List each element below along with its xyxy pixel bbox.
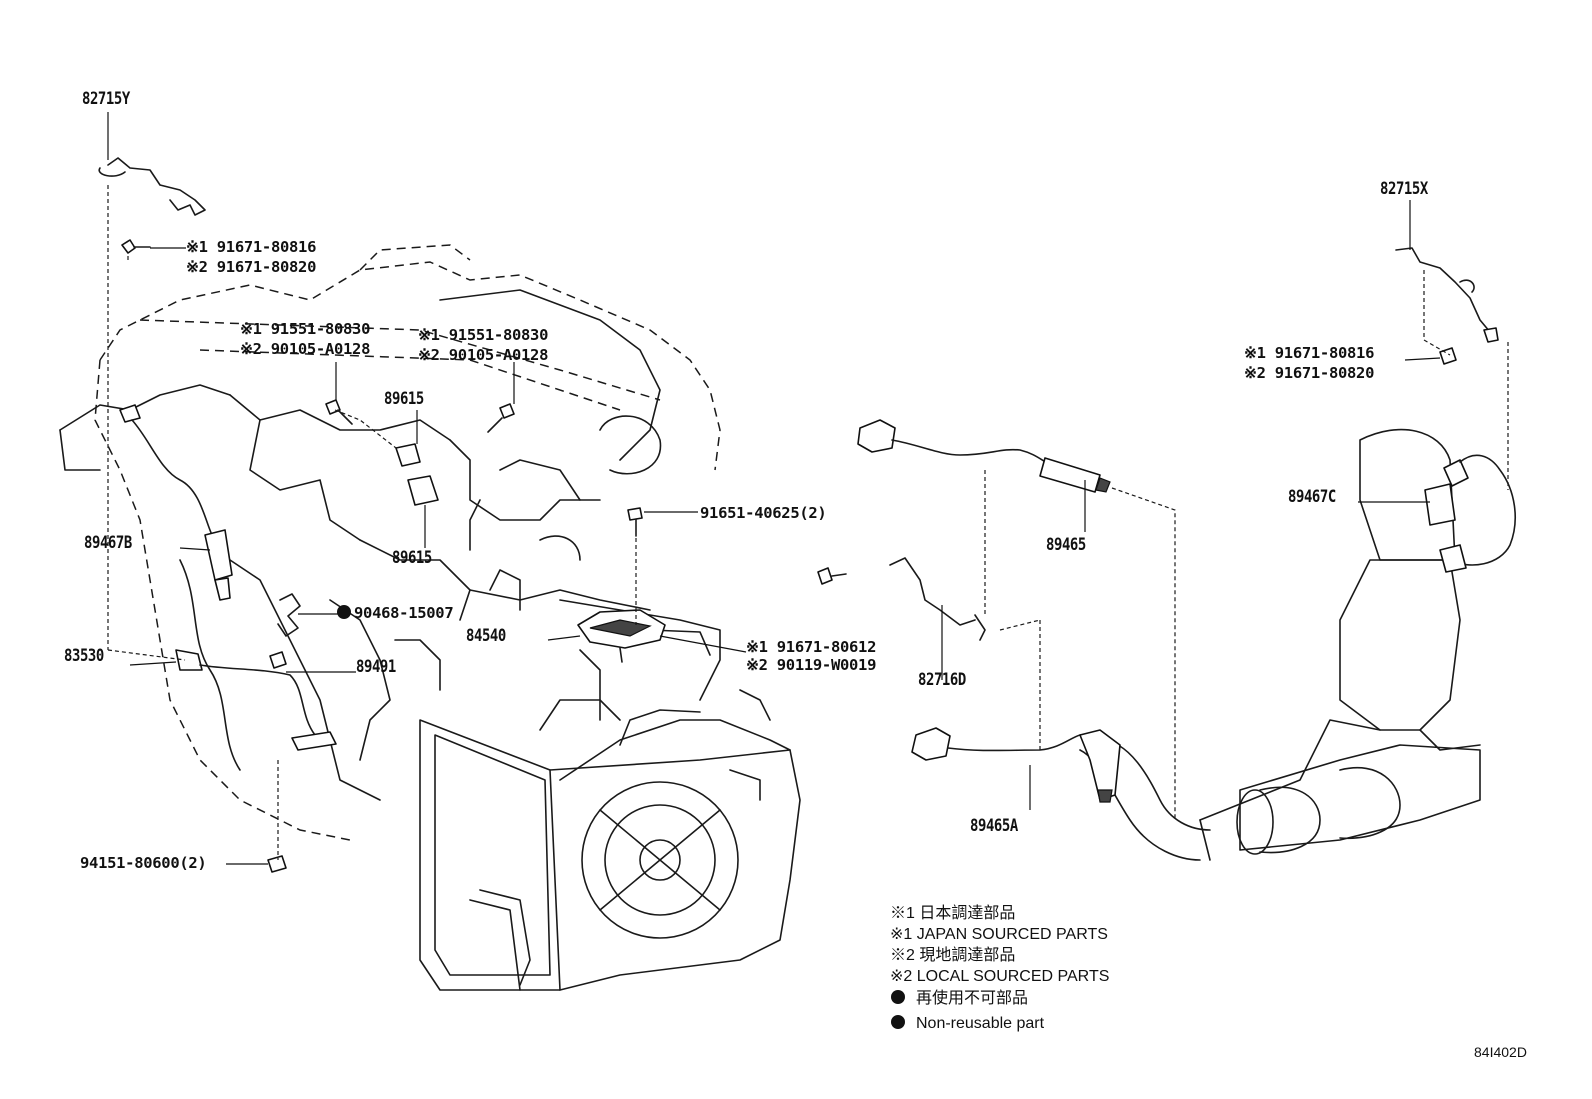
leader-lines <box>107 112 1441 865</box>
sensor-83530-part <box>175 649 203 671</box>
o2-sensor-89465-part <box>857 419 1111 493</box>
legend: ※1 日本調達部品 ※1 JAPAN SOURCED PARTS ※2 現地調達… <box>890 904 1109 1032</box>
label-89465[interactable]: 89465 <box>1046 535 1086 555</box>
part-labels: 82715Y ※1 91671-80816 ※2 91671-80820 ※1 … <box>64 89 1429 872</box>
bracket-82716d-part <box>889 557 986 641</box>
assembly-lines <box>107 185 1509 860</box>
legend-japan-jp: ※1 日本調達部品 <box>890 904 1015 922</box>
label-screw-a-1[interactable]: ※1 91551-80830 <box>240 320 370 338</box>
cam-sensor-89615-top-part <box>395 443 421 467</box>
label-screw-b-2[interactable]: ※2 90105-A0128 <box>418 346 548 364</box>
screw-icon <box>325 399 353 425</box>
label-screw-b-1[interactable]: ※1 91551-80830 <box>418 326 548 344</box>
bracket-82715x-part <box>1395 247 1499 343</box>
o2-sensor-89467c-part <box>1424 454 1516 573</box>
label-82716d[interactable]: 82716D <box>918 670 966 690</box>
label-89615-bottom[interactable]: 89615 <box>392 548 432 568</box>
label-89467c[interactable]: 89467C <box>1288 487 1336 507</box>
label-bolt-84540-1[interactable]: ※1 91671-80612 <box>746 638 876 656</box>
clip-90468-part <box>277 593 301 637</box>
transmission-outline <box>419 599 801 991</box>
label-screw-a-2[interactable]: ※2 90105-A0128 <box>240 340 370 358</box>
label-89615-top[interactable]: 89615 <box>384 389 424 409</box>
label-89465a[interactable]: 89465A <box>970 816 1019 836</box>
cam-sensor-89615-bottom-part <box>407 475 439 506</box>
screw-icon <box>487 403 515 433</box>
non-reusable-dot-icon <box>891 1015 905 1029</box>
label-90468[interactable]: 90468-15007 <box>354 604 454 622</box>
bolt-icon <box>817 567 847 585</box>
label-bolt-left-2[interactable]: ※2 91671-80820 <box>186 258 316 276</box>
label-89467b[interactable]: 89467B <box>84 533 132 553</box>
label-84540[interactable]: 84540 <box>466 626 506 646</box>
bolt-icon <box>627 507 643 537</box>
non-reusable-dot-icon <box>337 605 351 619</box>
non-reusable-dot-icon <box>891 990 905 1004</box>
exhaust-outline <box>1079 428 1481 861</box>
engine-outline <box>59 244 721 841</box>
bolt-icon <box>121 239 151 254</box>
label-82715x[interactable]: 82715X <box>1380 179 1429 199</box>
diagram-reference-code: 84I402D <box>1474 1044 1527 1060</box>
o2-sensor-89467b-part <box>119 404 233 601</box>
label-91651[interactable]: 91651-40625(2) <box>700 504 827 522</box>
speed-sensor-89491-part <box>199 651 337 751</box>
legend-local-jp: ※2 現地調達部品 <box>890 946 1015 964</box>
bracket-82715y-part <box>98 157 206 216</box>
o2-sensor-89465a-part <box>911 727 1121 803</box>
label-bolt-84540-2[interactable]: ※2 90119-W0019 <box>746 656 876 674</box>
label-89491[interactable]: 89491 <box>356 657 396 677</box>
legend-nonreusable-jp: 再使用不可部品 <box>916 989 1028 1007</box>
switch-84540-part <box>577 609 666 663</box>
legend-nonreusable-en: Non-reusable part <box>916 1015 1045 1032</box>
label-82715y[interactable]: 82715Y <box>82 89 131 109</box>
label-bolt-right-1[interactable]: ※1 91671-80816 <box>1244 344 1374 362</box>
legend-local-en: ※2 LOCAL SOURCED PARTS <box>890 968 1109 985</box>
legend-japan-en: ※1 JAPAN SOURCED PARTS <box>890 926 1108 943</box>
label-83530[interactable]: 83530 <box>64 646 104 666</box>
label-94151[interactable]: 94151-80600(2) <box>80 854 207 872</box>
label-bolt-left-1[interactable]: ※1 91671-80816 <box>186 238 316 256</box>
nut-icon <box>267 855 287 873</box>
label-bolt-right-2[interactable]: ※2 91671-80820 <box>1244 364 1374 382</box>
